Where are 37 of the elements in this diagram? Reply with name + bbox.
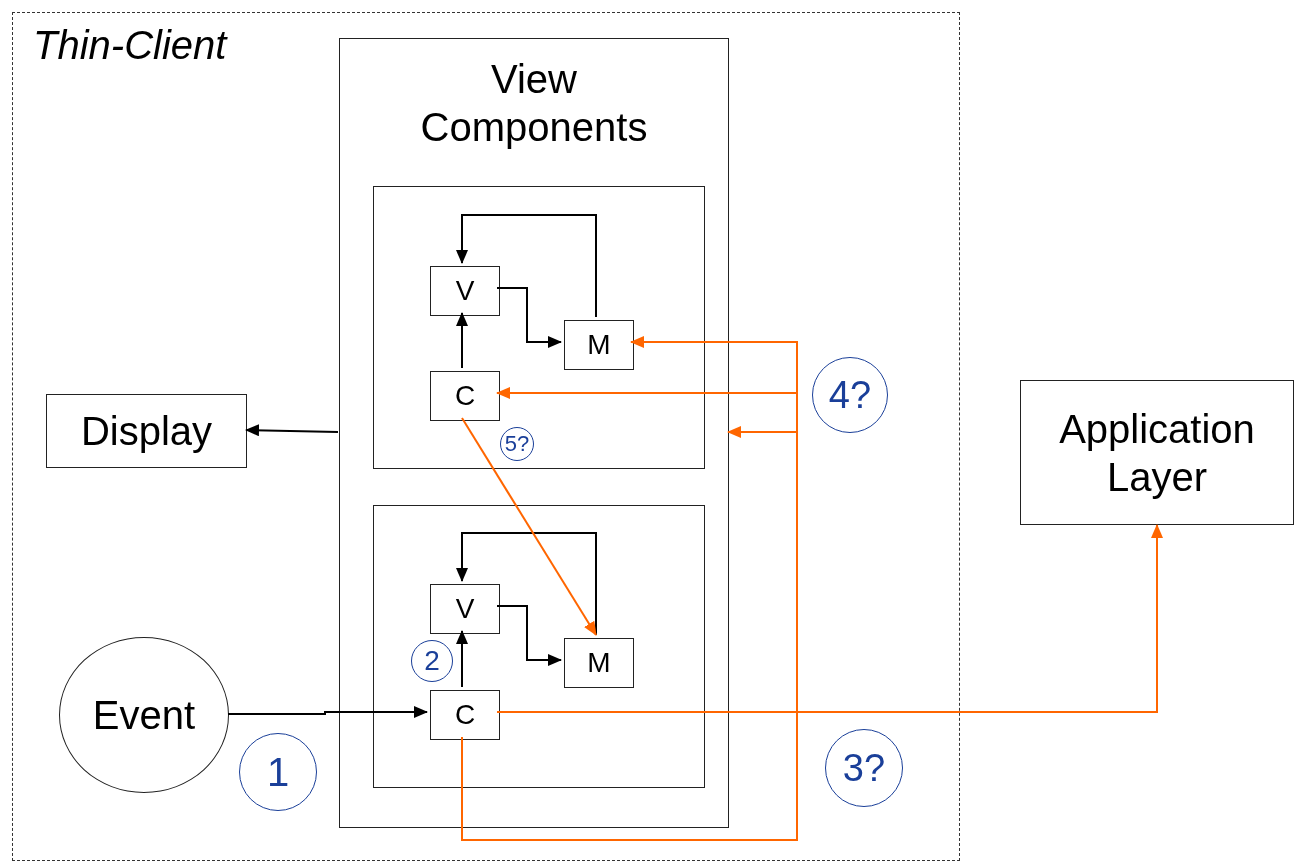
arrow [461, 417, 597, 636]
arrow [496, 287, 562, 348]
process-box [430, 266, 500, 316]
step-number: 5? [500, 427, 534, 461]
process-box [564, 638, 634, 688]
arrow [496, 524, 1163, 713]
arrow [227, 706, 428, 718]
node-label: C [454, 698, 476, 732]
process-box [430, 584, 500, 634]
process-box [46, 394, 247, 468]
node-label: M [587, 328, 611, 362]
step-number: 2 [411, 640, 453, 682]
arrow [456, 312, 468, 369]
step-number: 1 [239, 733, 317, 811]
arrow [245, 424, 339, 437]
component-panel [339, 38, 729, 828]
arrow [456, 214, 597, 318]
node-label: Display [80, 408, 213, 455]
arrow [496, 605, 562, 666]
panel-box [373, 505, 705, 788]
step-number: 4? [812, 357, 888, 433]
node-label: C [454, 379, 476, 413]
node-label: V [455, 274, 475, 308]
process-box [430, 690, 500, 740]
node-label: Application Layer [1058, 405, 1256, 501]
process-box [430, 371, 500, 421]
node-label: Event [92, 692, 196, 739]
node-label: Thin-Client [33, 22, 227, 69]
panel-box [373, 186, 705, 469]
arrow [456, 630, 468, 688]
node-label: M [587, 646, 611, 680]
process-box [1020, 380, 1294, 525]
process-box [564, 320, 634, 370]
step-number: 3? [825, 729, 903, 807]
node-label: View Components [419, 56, 649, 151]
arrow [456, 532, 597, 636]
node-label: V [455, 592, 475, 626]
